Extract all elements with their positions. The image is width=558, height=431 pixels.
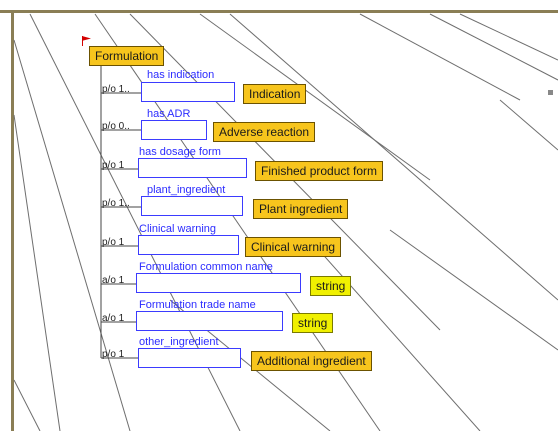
cardinality-label: a/o 1	[102, 275, 125, 286]
root-class-formulation[interactable]: Formulation	[89, 46, 165, 66]
cardinality-label: p/o 0..	[102, 121, 130, 132]
property-label: Clinical warning	[139, 223, 217, 235]
property-label: has indication	[147, 69, 215, 81]
background-link	[13, 39, 131, 431]
property-slot[interactable]	[138, 348, 241, 368]
property-label: Formulation trade name	[139, 299, 256, 311]
property-slot[interactable]	[141, 120, 207, 140]
scroll-handle[interactable]	[548, 90, 553, 95]
background-link	[389, 229, 558, 351]
datatype-node-string[interactable]: string	[310, 276, 352, 296]
property-slot[interactable]	[141, 196, 243, 216]
property-label: has ADR	[147, 108, 191, 120]
red-flag-icon	[82, 36, 91, 41]
background-link	[429, 13, 558, 81]
cardinality-label: p/o 1	[102, 160, 125, 171]
background-link	[309, 239, 481, 431]
frame-top-border	[0, 10, 558, 13]
cardinality-label: p/o 1	[102, 237, 125, 248]
cardinality-label: a/o 1	[102, 313, 125, 324]
class-node-clinical-warning[interactable]: Clinical warning	[245, 237, 342, 257]
class-node-additional-ingredient[interactable]: Additional ingredient	[251, 351, 372, 371]
property-label: has dosage form	[139, 146, 221, 158]
property-label: other_ingredient	[139, 336, 219, 348]
background-link	[459, 13, 558, 61]
class-node-plant-ingredient[interactable]: Plant ingredient	[253, 199, 349, 219]
cardinality-label: p/o 1..	[102, 198, 130, 209]
frame-left-border	[11, 10, 14, 431]
cardinality-label: p/o 1..	[102, 84, 130, 95]
property-slot[interactable]	[141, 82, 235, 102]
property-slot[interactable]	[138, 158, 247, 178]
property-slot[interactable]	[138, 235, 239, 255]
class-node-indication[interactable]: Indication	[243, 84, 307, 104]
class-node-adverse-reaction[interactable]: Adverse reaction	[213, 122, 316, 142]
background-link	[229, 13, 558, 301]
flag-pole	[82, 36, 83, 46]
background-link	[13, 114, 61, 431]
background-link	[359, 13, 521, 101]
class-node-finished-product-form[interactable]: Finished product form	[255, 161, 384, 181]
property-slot[interactable]	[136, 311, 283, 331]
background-link	[199, 13, 431, 181]
datatype-node-string[interactable]: string	[292, 313, 334, 333]
property-slot[interactable]	[136, 273, 301, 293]
property-label: Formulation common name	[139, 261, 273, 273]
background-link	[499, 99, 558, 151]
cardinality-label: p/o 1	[102, 349, 125, 360]
property-label: plant_ingredient	[147, 184, 226, 196]
background-link	[13, 379, 41, 431]
tree-branches	[100, 64, 141, 359]
